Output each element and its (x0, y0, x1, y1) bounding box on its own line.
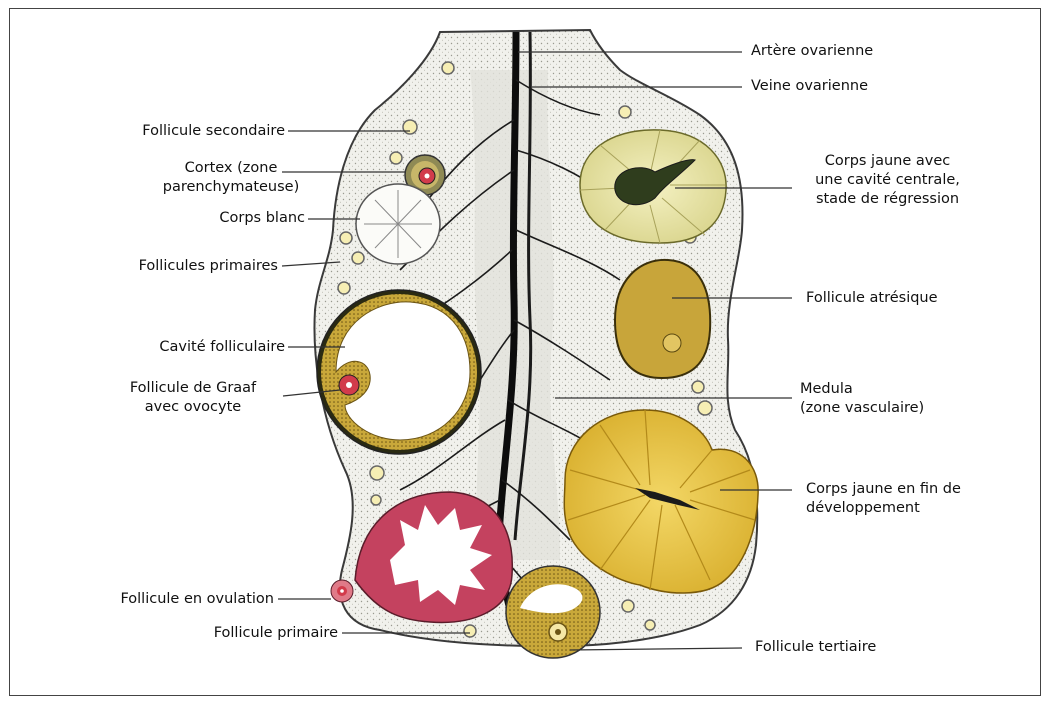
label-medula: Medula (zone vasculaire) (800, 380, 924, 418)
corpus-luteum-regressing (580, 130, 726, 243)
graafian-follicle (317, 290, 481, 454)
label-corps-jaune-fin: Corps jaune en fin de développement (806, 480, 961, 518)
label-follicules-primaires: Follicules primaires (80, 257, 278, 276)
atretic-follicle (615, 260, 710, 378)
label-cavite-folliculaire: Cavité folliculaire (90, 338, 285, 357)
label-veine-ovarienne: Veine ovarienne (751, 77, 868, 96)
label-corps-blanc: Corps blanc (150, 209, 305, 228)
corpus-albicans (356, 184, 440, 264)
label-corps-jaune-regression: Corps jaune avec une cavité centrale, st… (795, 152, 980, 209)
label-follicule-secondaire: Follicule secondaire (90, 122, 285, 141)
tertiary-follicle (506, 566, 600, 658)
label-follicule-tertiaire: Follicule tertiaire (755, 638, 876, 657)
label-follicule-de-graaf: Follicule de Graaf avec ovocyte (108, 379, 278, 417)
label-follicule-atresique: Follicule atrésique (806, 289, 938, 308)
label-artere-ovarienne: Artère ovarienne (751, 42, 873, 61)
label-cortex: Cortex (zone parenchymateuse) (146, 159, 316, 197)
label-follicule-en-ovulation: Follicule en ovulation (60, 590, 274, 609)
label-follicule-primaire: Follicule primaire (130, 624, 338, 643)
